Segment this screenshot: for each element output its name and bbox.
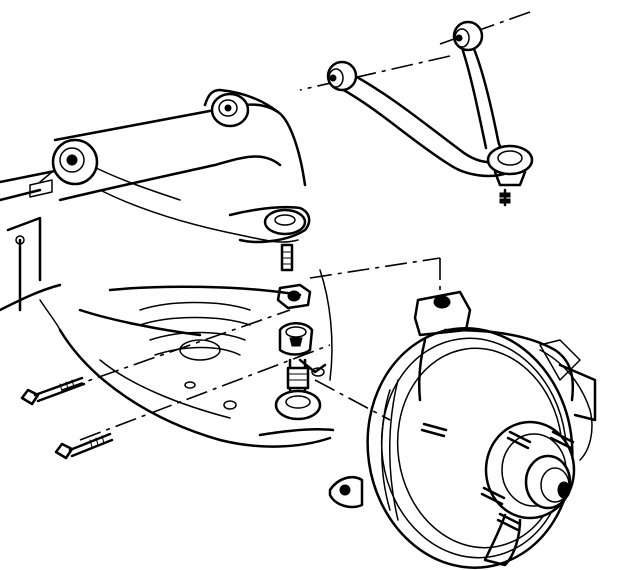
tie-rod-end <box>298 358 327 377</box>
alignment-line-upper-2 <box>299 55 451 91</box>
alignment-line-lower <box>314 379 391 421</box>
wheel-stud-4 <box>496 512 522 532</box>
mounting-bolt-upper <box>20 376 86 406</box>
alignment-line-knuckle <box>309 257 441 279</box>
coil-spring <box>139 301 251 361</box>
control-arm-bushing-rear <box>452 20 484 52</box>
upper-control-arm <box>326 20 534 207</box>
wheel-stud-5 <box>420 422 448 438</box>
alignment-line-bolt-2 <box>79 344 331 441</box>
ball-joint-nut <box>276 283 312 310</box>
mounted-upper-arm <box>39 88 311 244</box>
wheel-stud-2 <box>549 430 575 450</box>
dust-shield <box>483 349 597 567</box>
mounting-bolt-lower <box>54 432 114 460</box>
lower-control-arm <box>39 269 335 448</box>
frame-bracket <box>0 168 92 312</box>
wheel-stud-1 <box>506 430 532 450</box>
wheel-studs <box>420 422 575 532</box>
mounted-arm-bushing-front <box>39 138 99 186</box>
wheel-stud-3 <box>480 486 506 506</box>
ball-joint-stud <box>280 243 294 272</box>
mounted-arm-bushing-rear <box>210 92 250 128</box>
upper-ball-joint <box>486 144 534 207</box>
knuckle-boot <box>278 322 314 356</box>
control-arm-bushing-front <box>326 60 358 92</box>
ball-joint-housing <box>263 208 307 236</box>
wheel-hub <box>484 420 576 520</box>
lower-ball-joint <box>274 358 322 421</box>
